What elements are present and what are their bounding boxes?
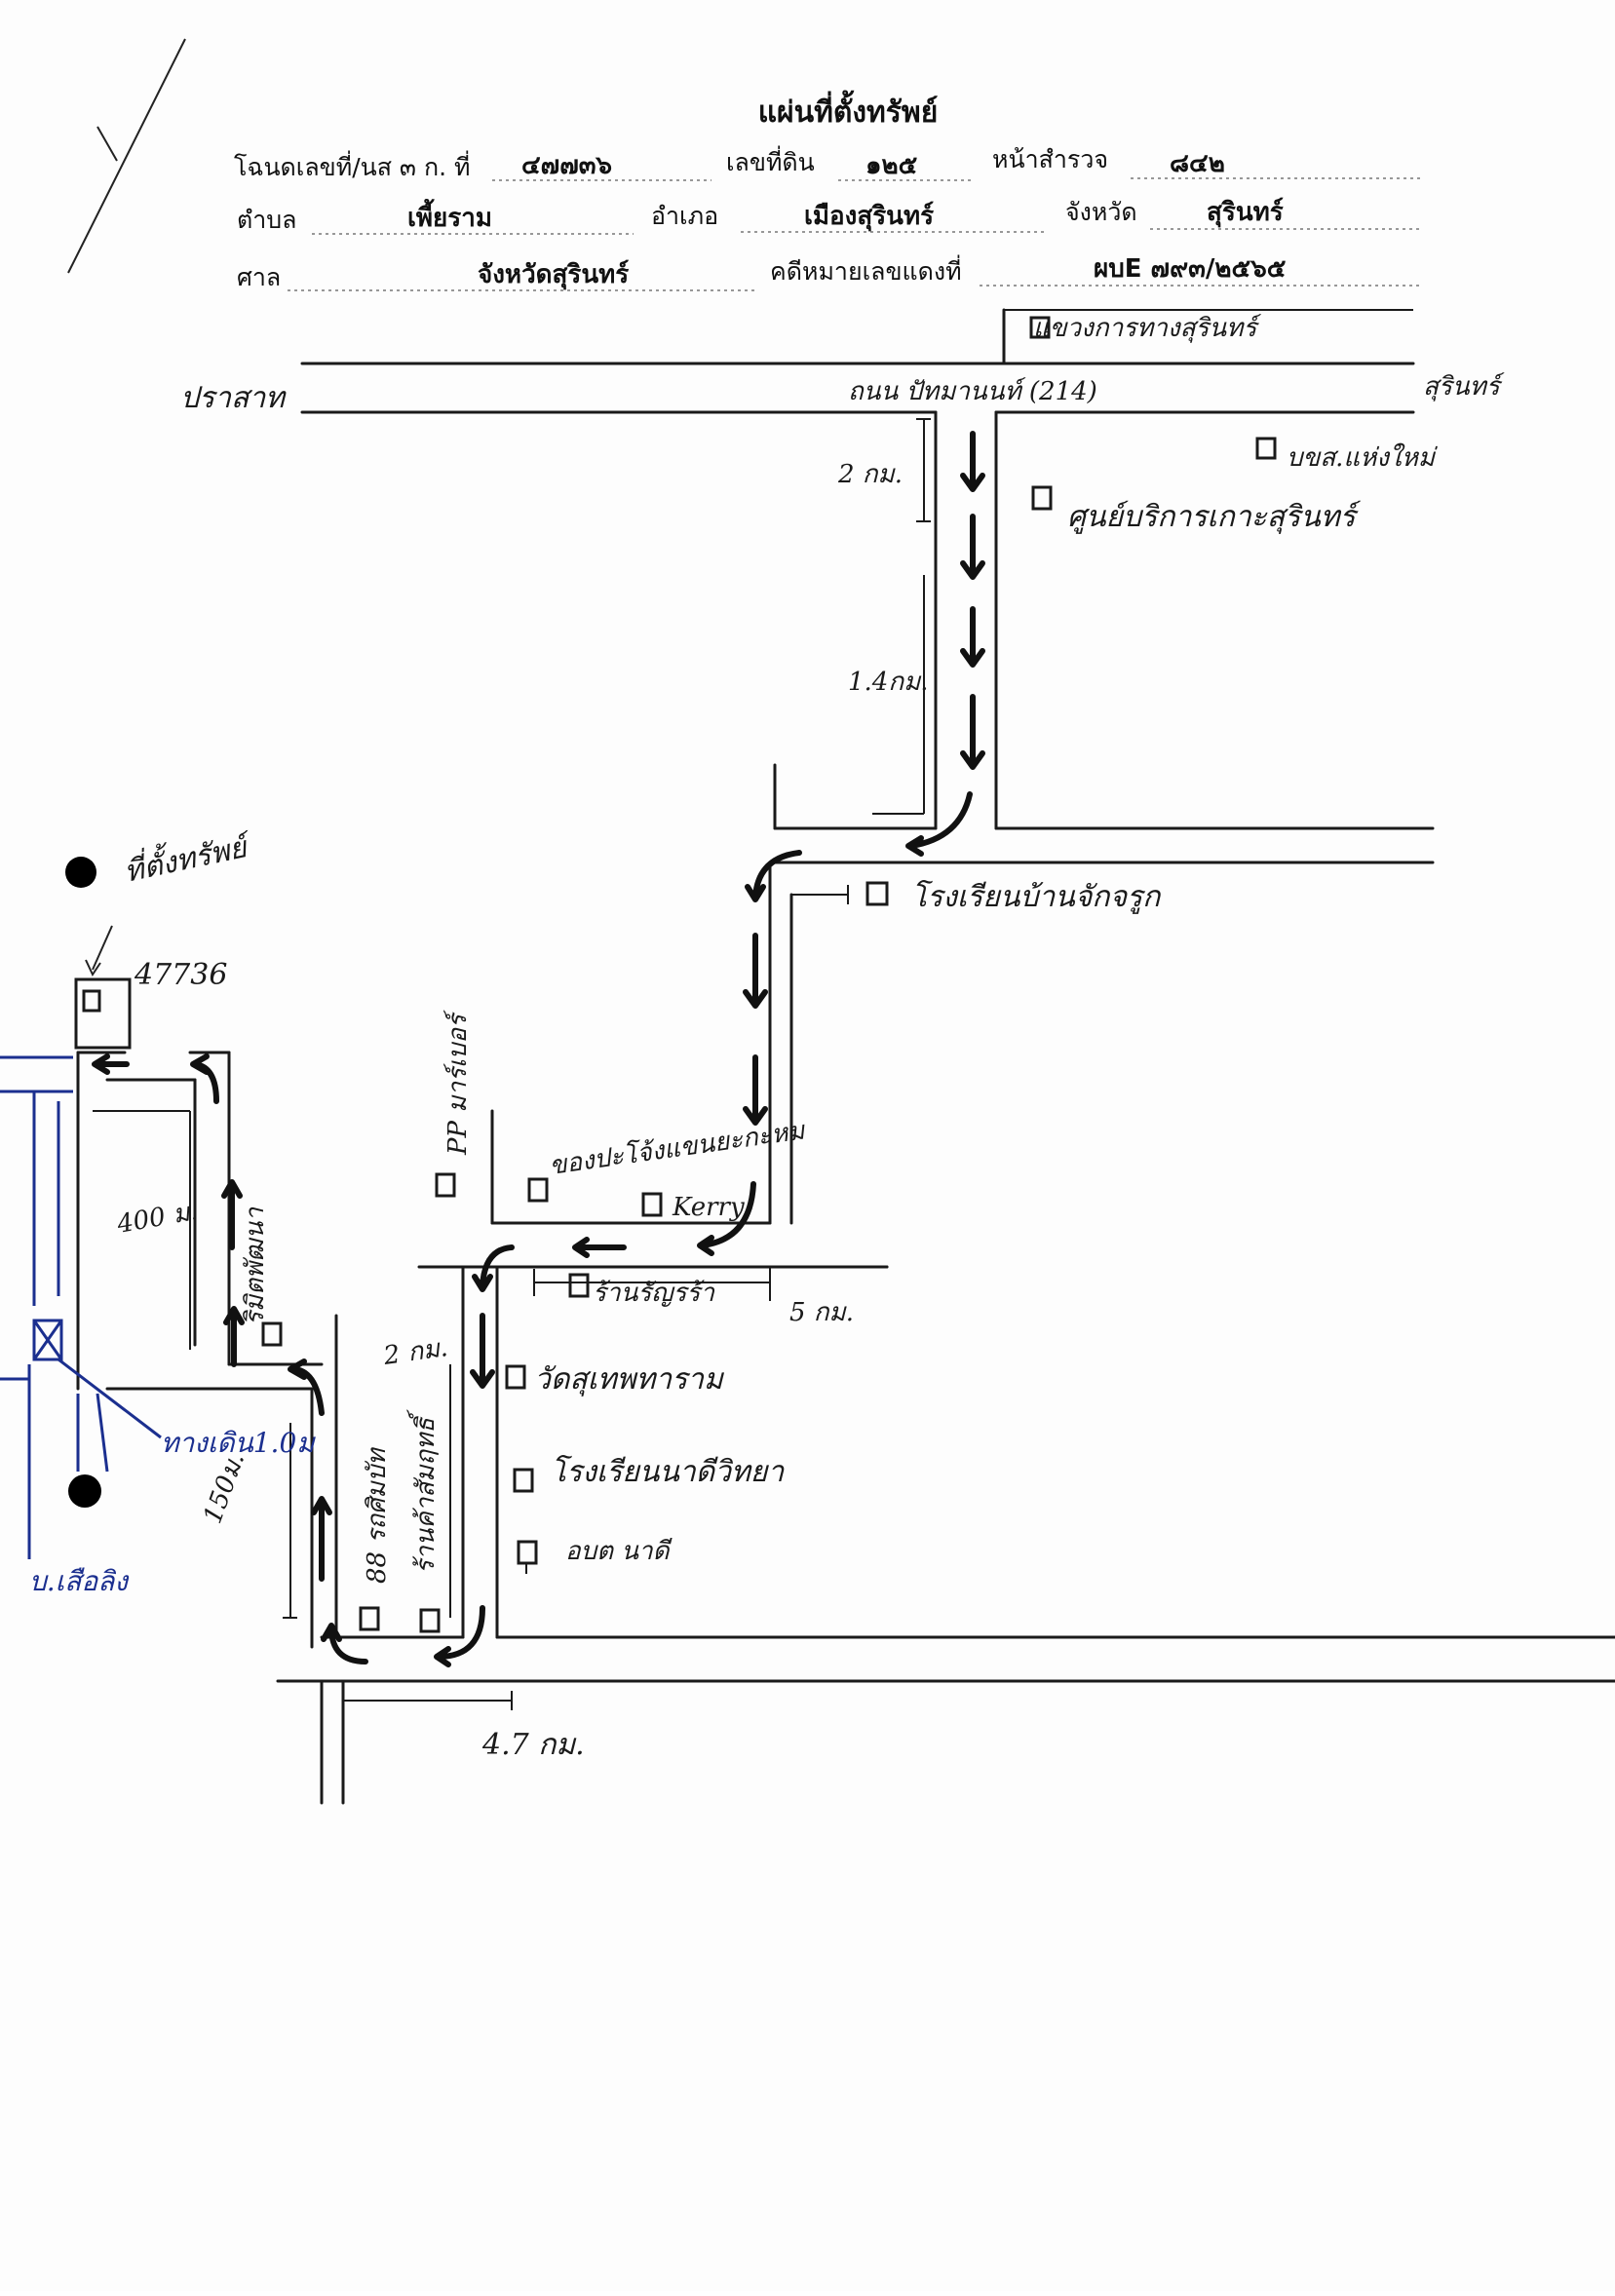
distance-2km: 2 กม. <box>837 460 903 489</box>
route-arrows <box>92 431 985 1667</box>
case-label: คดีหมายเลขแดงที่ <box>770 254 962 286</box>
road-vertical-2 <box>449 1265 1615 1639</box>
distance-150m: 150ม. <box>198 1449 250 1528</box>
road-cross-school <box>768 763 1435 1225</box>
landmark-bus-terminal: บขส.แห่งใหม่ <box>1287 442 1438 473</box>
landmark-box <box>568 1273 590 1298</box>
distance-2km-b: 2 กม. <box>381 1333 449 1371</box>
road-local-name: ริมิตพัฒนา <box>241 1206 270 1325</box>
subdistrict-value: เพี้ยราม <box>407 198 492 233</box>
land-no-value: ๑๒๕ <box>865 151 918 180</box>
blue-note-village: บ.เสือลิง <box>29 1565 130 1597</box>
road-end-right: สุรินทร์ <box>1423 372 1505 402</box>
shop-right: ร้านรัญรร้า <box>593 1279 715 1308</box>
survey-page-label: หน้าสำรวจ <box>992 145 1108 173</box>
blue-annotations <box>0 1055 162 1559</box>
landmark-box <box>82 989 101 1013</box>
page-title: แผ่นที่ตั้งทรัพย์ <box>758 90 939 130</box>
deed-label: โฉนดเลขที่/นส ๓ ก. ที่ <box>234 150 470 181</box>
landmark-box <box>513 1468 534 1493</box>
distance-5km: 5 กม. <box>789 1298 854 1327</box>
south-marker-dot <box>68 1474 101 1508</box>
survey-page-value: ๘๔๒ <box>1170 149 1225 178</box>
landmark-box <box>517 1540 538 1565</box>
district-label: อำเภอ <box>651 202 718 230</box>
landmark-box <box>359 1606 380 1631</box>
landmark-box <box>641 1192 663 1217</box>
landmark-kerry: Kerry <box>672 1193 745 1222</box>
landmark-box <box>261 1321 283 1347</box>
deed-value: ๔๗๗๓๖ <box>521 151 612 180</box>
north-marker-dot <box>65 857 96 888</box>
case-value: ผบE ๗๙๓/๒๕๖๕ <box>1094 254 1287 284</box>
distance-400m: 400 ม. <box>114 1197 200 1240</box>
district-value: เมืองสุรินทร์ <box>804 201 934 232</box>
landmark-school-nadi: โรงเรียนนาดีวิทยา <box>551 1454 785 1489</box>
shop-mid: ร้านค้าสัมฤทธิ์ <box>406 1408 441 1574</box>
shop-88: 88 รถศิมบัท <box>363 1447 392 1584</box>
road-vertical-1 <box>872 410 998 830</box>
road-end-left: ปราสาท <box>180 381 287 415</box>
landmark-wat: วัดสุเทพทาราม <box>534 1362 725 1397</box>
landmark-box <box>1029 316 1051 339</box>
landmark-box <box>435 1172 456 1198</box>
landmark-school-jakjaruk: โรงเรียนบ้านจักจรูก <box>911 879 1162 914</box>
main-road <box>300 308 1415 414</box>
road-name: ถนน ปัทมานนท์ (214) <box>848 377 1097 406</box>
property-pointer <box>92 925 113 971</box>
property-pointer-head <box>85 959 101 977</box>
road-kerry <box>417 1109 889 1269</box>
landmark-box <box>1255 437 1277 460</box>
landmark-box <box>419 1608 441 1633</box>
road-bottom <box>276 1314 1615 1805</box>
province-value: สุรินทร์ <box>1207 197 1284 228</box>
subdistrict-label: ตำบล <box>237 206 296 234</box>
landmark-box <box>505 1364 526 1390</box>
landmark-service-center: ศูนย์บริการเกาะสุรินทร์ <box>1067 500 1362 534</box>
property-location-label: ที่ตั้งทรัพย์ <box>120 824 255 890</box>
parcel-number: 47736 <box>134 958 227 992</box>
distance-4-7km: 4.7 กม. <box>481 1728 585 1762</box>
landmark-box <box>1031 485 1053 511</box>
land-no-label: เลขที่ดิน <box>726 145 815 176</box>
court-label: ศาล <box>237 263 281 291</box>
court-value: จังหวัดสุรินทร์ <box>478 259 629 290</box>
landmark-obt: อบต นาดี <box>565 1537 673 1566</box>
landmark-box <box>865 881 889 906</box>
shop-pp: PP มาร์เบอร์ <box>443 1010 473 1156</box>
province-label: จังหวัด <box>1065 198 1137 226</box>
road-property <box>76 1051 324 1649</box>
margin-tick <box>96 126 118 162</box>
margin-stroke <box>67 38 186 274</box>
landmark-box <box>527 1177 549 1203</box>
distance-1-4km: 1.4กม. <box>848 668 929 697</box>
property-parcel <box>74 977 132 1050</box>
blue-note-walkway: ทางเดิน1.0ม <box>161 1427 316 1459</box>
landmark-highway-office: แขวงการทางสุรินทร์ <box>1033 314 1261 343</box>
